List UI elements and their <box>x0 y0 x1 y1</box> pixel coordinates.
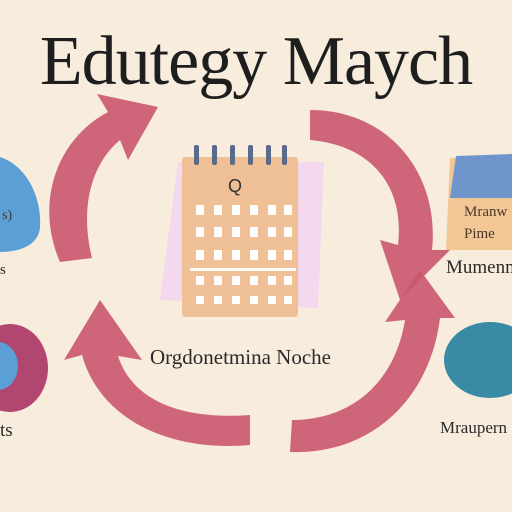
blue-blob-left <box>0 157 41 252</box>
calendar-rings <box>194 145 287 165</box>
center-label: Orgdonetmina Noche <box>150 345 331 369</box>
cycle-arrow-bottom-left <box>64 300 250 446</box>
info-card-top-right <box>446 154 512 250</box>
page-title: Edutegy Maych <box>39 23 473 100</box>
calendar-mark: Q <box>228 176 243 196</box>
calendar-grid <box>190 205 296 304</box>
cycle-arrow-top-left <box>49 94 158 262</box>
card-text-top-right-line2: Pime <box>464 226 495 242</box>
top-left-label: s <box>0 262 6 278</box>
cycle-arrow-top-right <box>310 110 450 300</box>
card-text-top-right-line1: Mranw <box>464 204 508 220</box>
teal-blob-right <box>444 322 512 398</box>
top-right-label: Mumenm <box>446 257 512 278</box>
bottom-right-label: Mraupern <box>440 418 508 437</box>
cycle-arrow-bottom-right <box>290 270 455 453</box>
blue-blob-inner <box>0 342 18 390</box>
magenta-blob-left <box>0 324 48 412</box>
card-text-top-left: s) <box>2 208 13 223</box>
bottom-left-label: ts <box>0 420 13 441</box>
